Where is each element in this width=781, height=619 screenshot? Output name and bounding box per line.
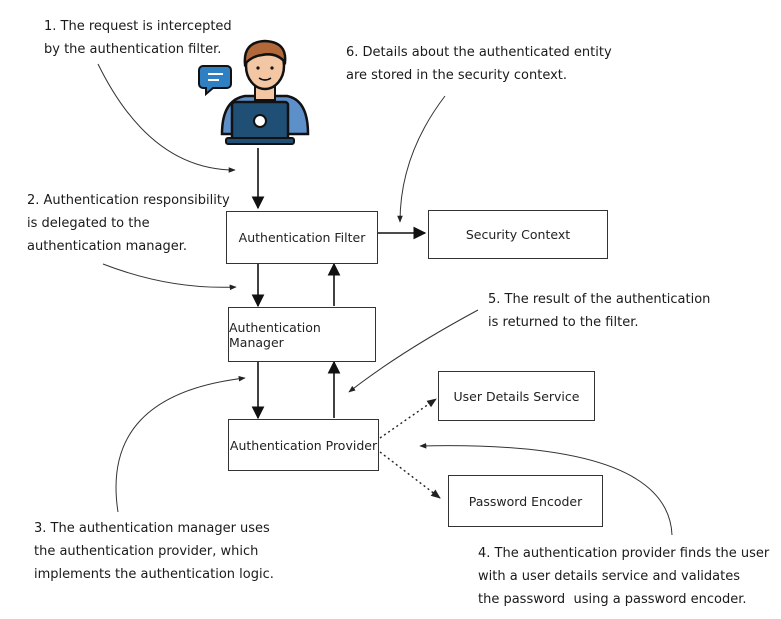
password-encoder-box: Password Encoder: [448, 475, 603, 527]
authentication-filter-box: Authentication Filter: [226, 211, 378, 264]
note-step3: 3. The authentication manager uses the a…: [34, 521, 274, 582]
security-context-label: Security Context: [465, 227, 571, 242]
callout-curve-step5: [348, 309, 479, 393]
authentication-manager-box: Authentication Manager: [228, 307, 376, 362]
callout-curve-step6: [397, 95, 446, 223]
password-encoder-label: Password Encoder: [468, 493, 583, 509]
authentication-manager-label: Authentication Manager: [229, 319, 321, 350]
security-context-box: Security Context: [428, 210, 608, 259]
callout-curve-step4: [419, 443, 673, 536]
note-step1: 1. The request is intercepted by the aut…: [44, 19, 232, 57]
authentication-provider-label: Authentication Provider: [229, 437, 378, 453]
arrow-provider-to-user-details: [379, 398, 437, 439]
user-with-laptop-icon: [220, 39, 310, 145]
note-step4: 4. The authentication provider finds the…: [478, 546, 770, 607]
note-step5: 5. The result of the authentication is r…: [488, 292, 711, 330]
authentication-provider-box: Authentication Provider: [228, 419, 379, 471]
callout-curve-step3: [115, 375, 246, 513]
authentication-filter-label: Authentication Filter: [238, 230, 366, 245]
speech-bubble-icon: [198, 65, 232, 97]
callout-curve-step1: [97, 63, 236, 173]
user-details-service-box: User Details Service: [438, 371, 595, 421]
user-details-service-label: User Details Service: [453, 388, 580, 404]
note-step2: 2. Authentication responsibility is dele…: [27, 193, 230, 254]
arrow-provider-to-password-encoder: [379, 451, 441, 499]
callout-curve-step2: [102, 263, 237, 291]
note-step6: 6. Details about the authenticated entit…: [346, 45, 612, 83]
